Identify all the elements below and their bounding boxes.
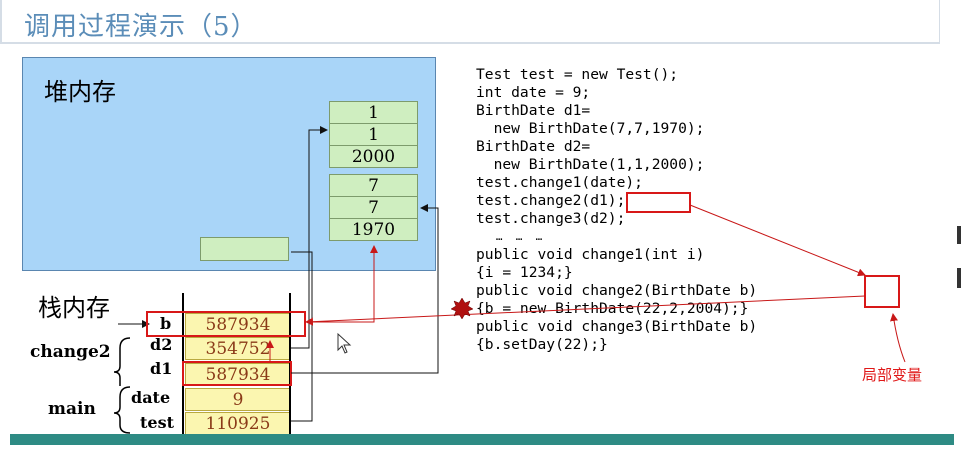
code-line: test.change2(d1); xyxy=(476,192,626,209)
annotation-arrow xyxy=(890,313,906,363)
stack-var-label: b xyxy=(160,314,172,333)
heap-cell-month: 7 xyxy=(329,196,418,219)
code-listing: Test test = new Test();int date = 9;Birt… xyxy=(476,66,757,354)
code-line: {b.setDay(22);} xyxy=(476,336,608,353)
code-line: public void change3(BirthDate b) xyxy=(476,318,758,335)
brace-main xyxy=(113,386,131,434)
code-line: public void change1(int i) xyxy=(476,246,705,263)
stack-label: 栈内存 xyxy=(38,294,110,322)
heap-new-object xyxy=(200,237,289,261)
heap-cell-month: 1 xyxy=(329,123,418,146)
edge-fragment xyxy=(957,226,961,244)
code-line: Test test = new Test(); xyxy=(476,66,679,83)
heap-cell-day: 7 xyxy=(329,174,418,197)
code-line: {b = new BirthDate(22,2,2004);} xyxy=(476,300,749,317)
highlight-param-b xyxy=(864,275,900,308)
heap-label: 堆内存 xyxy=(44,78,116,106)
stack-var-label: d2 xyxy=(150,335,173,354)
stack-cell-d2: 354752 xyxy=(185,337,291,360)
code-line: int date = 9; xyxy=(476,84,591,101)
code-line: test.change3(d2); xyxy=(476,210,626,227)
stack-var-label: test xyxy=(140,413,174,432)
heap-cell-day: 1 xyxy=(329,101,418,124)
title-bar xyxy=(0,0,940,44)
code-line: BirthDate d2= xyxy=(476,138,591,155)
slide-title: 调用过程演示（5） xyxy=(24,12,258,42)
edge-fragment xyxy=(957,268,961,288)
stack-var-label: date xyxy=(131,388,171,407)
frame-label-main: main xyxy=(48,399,96,419)
brace-change2 xyxy=(113,337,131,386)
heap-cell-year: 2000 xyxy=(329,145,418,168)
cursor-icon xyxy=(337,332,352,354)
stack-cell-b: 587934 xyxy=(185,313,291,336)
code-line: new BirthDate(7,7,1970); xyxy=(476,120,705,137)
code-line: … … … xyxy=(476,230,543,243)
footer-bar xyxy=(10,434,954,445)
code-line: {i = 1234;} xyxy=(476,264,573,281)
frame-label-change2: change2 xyxy=(30,342,111,362)
local-variable-annotation: 局部变量 xyxy=(862,366,923,384)
code-line: test.change1(date); xyxy=(476,174,643,191)
heap-cell-year: 1970 xyxy=(329,218,418,241)
burst-icon xyxy=(450,297,474,320)
test-pointer xyxy=(291,251,313,422)
stack-var-label: d1 xyxy=(150,359,173,378)
stack-cell-d1: 587934 xyxy=(185,363,291,386)
stack-cell-date: 9 xyxy=(185,388,291,411)
code-line: public void change2(BirthDate b) xyxy=(476,282,758,299)
code-line: new BirthDate(1,1,2000); xyxy=(476,156,705,173)
stack-cell-test: 110925 xyxy=(185,412,291,435)
code-line: BirthDate d1= xyxy=(476,102,591,119)
